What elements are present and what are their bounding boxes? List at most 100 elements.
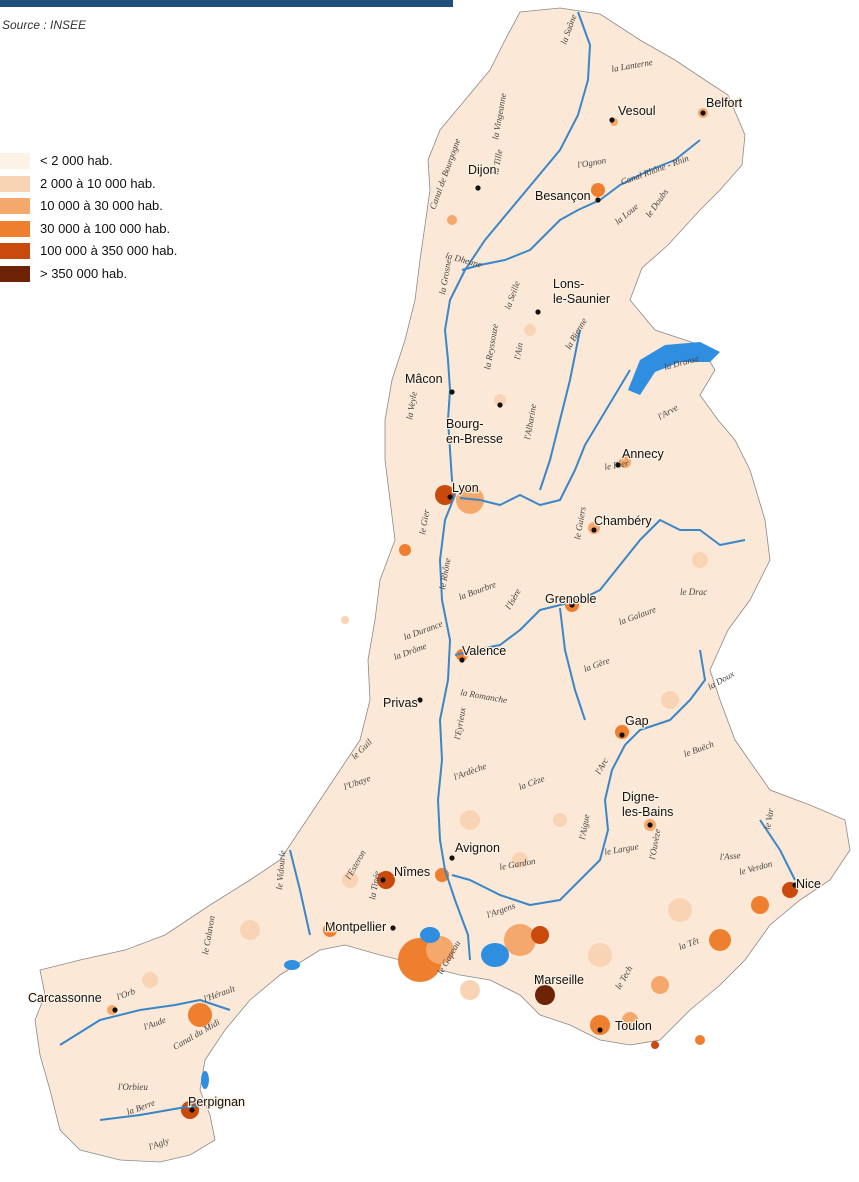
legend-swatch xyxy=(0,243,30,259)
city-label: Bourg-en-Bresse xyxy=(446,417,503,446)
river-label: la Tille xyxy=(490,149,504,176)
legend-label: 100 000 à 350 000 hab. xyxy=(40,243,178,258)
legend-item: 100 000 à 350 000 hab. xyxy=(0,240,240,263)
city-dot xyxy=(597,1027,603,1033)
urban-patch xyxy=(399,544,411,556)
city-dot xyxy=(792,882,798,888)
urban-patch xyxy=(695,1035,705,1045)
legend-item: 30 000 à 100 000 hab. xyxy=(0,218,240,241)
legend-label: > 350 000 hab. xyxy=(40,265,128,281)
city-label: Chambéry xyxy=(594,514,652,528)
urban-patch xyxy=(622,1012,638,1028)
city-dot xyxy=(449,389,455,395)
rhone-upper-river xyxy=(459,369,631,506)
city-label: Avignon xyxy=(455,841,500,855)
city-label: Vesoul xyxy=(618,104,656,118)
city-dot xyxy=(700,110,706,116)
lake-geneva xyxy=(628,342,720,395)
urban-patch xyxy=(426,936,454,964)
camargue-lagoon xyxy=(420,927,440,943)
aude-river xyxy=(59,999,231,1046)
drac-river xyxy=(559,607,586,721)
city-markers: VesoulBelfortDijonBesançonLons-le-Saunie… xyxy=(27,95,822,1113)
legend-item: > 350 000 hab. xyxy=(0,263,240,286)
source-note: Source : INSEE xyxy=(2,18,87,32)
city-dot xyxy=(447,494,453,500)
city-label: Belfort xyxy=(706,96,743,110)
var-river xyxy=(759,819,796,881)
river-label: le Var xyxy=(762,807,776,830)
urban-patch xyxy=(460,980,480,1000)
river-label: le Gier xyxy=(417,508,431,535)
urban-patch xyxy=(668,898,692,922)
river-label: l'Aigue xyxy=(577,814,591,841)
urban-patch xyxy=(619,456,631,468)
legend-swatch xyxy=(0,198,30,214)
city-label: Nîmes xyxy=(394,865,430,879)
urban-patch xyxy=(615,725,629,739)
legend-label: 30 000 à 100 000 hab. xyxy=(40,220,171,236)
rhone-river xyxy=(437,494,471,961)
city-dot xyxy=(535,975,541,981)
legend-swatch xyxy=(0,265,30,282)
city-dot xyxy=(475,185,481,191)
legend-item: 10 000 à 30 000 hab. xyxy=(0,195,240,218)
city-dot xyxy=(619,732,625,738)
urban-patch xyxy=(661,691,679,709)
city-dot xyxy=(591,527,597,533)
river-label: l'Asse xyxy=(719,850,741,862)
basin-outline xyxy=(34,7,851,1163)
urban-patch xyxy=(588,943,612,967)
city-dot xyxy=(417,697,423,703)
urban-patch xyxy=(751,896,769,914)
lakes xyxy=(201,342,720,1089)
header-bar xyxy=(0,0,453,7)
herault-river xyxy=(289,849,311,936)
river-label: le Drac xyxy=(680,587,707,597)
tet-river xyxy=(99,1104,206,1121)
urban-patch xyxy=(447,215,457,225)
city-label: Montpellier xyxy=(325,920,386,934)
city-label: Nice xyxy=(796,877,821,891)
map-legend: < 2 000 hab. 2 000 à 10 000 hab. 10 000 … xyxy=(0,150,240,285)
doubs-river xyxy=(461,139,701,271)
etang-de-leucate xyxy=(201,1071,209,1089)
city-dot xyxy=(497,402,503,408)
city-dot xyxy=(609,117,615,123)
legend-label: 2 000 à 10 000 hab. xyxy=(40,175,156,191)
urban-patch xyxy=(590,1015,610,1035)
urban-patch xyxy=(188,1003,212,1027)
urban-patch xyxy=(512,852,528,868)
city-label: Carcassonne xyxy=(28,991,102,1005)
city-label: Dijon xyxy=(468,163,497,177)
city-label: Besançon xyxy=(535,189,591,203)
city-label: Lyon xyxy=(452,481,479,495)
city-label: Digne-les-Bains xyxy=(622,790,673,819)
urban-patch xyxy=(341,616,349,624)
urban-patch xyxy=(709,929,731,951)
isere-river xyxy=(454,519,746,656)
legend-swatch xyxy=(0,175,30,192)
city-dot xyxy=(380,877,386,883)
etang-de-thau xyxy=(284,960,300,970)
river-label: la Veyle xyxy=(404,391,419,421)
legend-swatch xyxy=(0,153,30,169)
city-label: Mâcon xyxy=(405,372,443,386)
urban-patch xyxy=(553,813,567,827)
city-label: Marseille xyxy=(534,973,584,987)
urban-patch xyxy=(342,872,358,888)
urban-patch xyxy=(494,394,506,406)
city-label: Valence xyxy=(462,644,506,658)
city-dot xyxy=(615,462,621,468)
durance-river xyxy=(451,649,706,906)
legend-label: < 2 000 hab. xyxy=(40,153,113,168)
city-dot xyxy=(647,822,653,828)
city-dot xyxy=(189,1107,195,1113)
urban-patch xyxy=(240,920,260,940)
basin-territory xyxy=(34,7,851,1163)
city-label: Annecy xyxy=(622,447,664,461)
urban-patch xyxy=(591,183,605,197)
urban-patch xyxy=(651,1041,659,1049)
legend-label: 10 000 à 30 000 hab. xyxy=(40,198,163,213)
